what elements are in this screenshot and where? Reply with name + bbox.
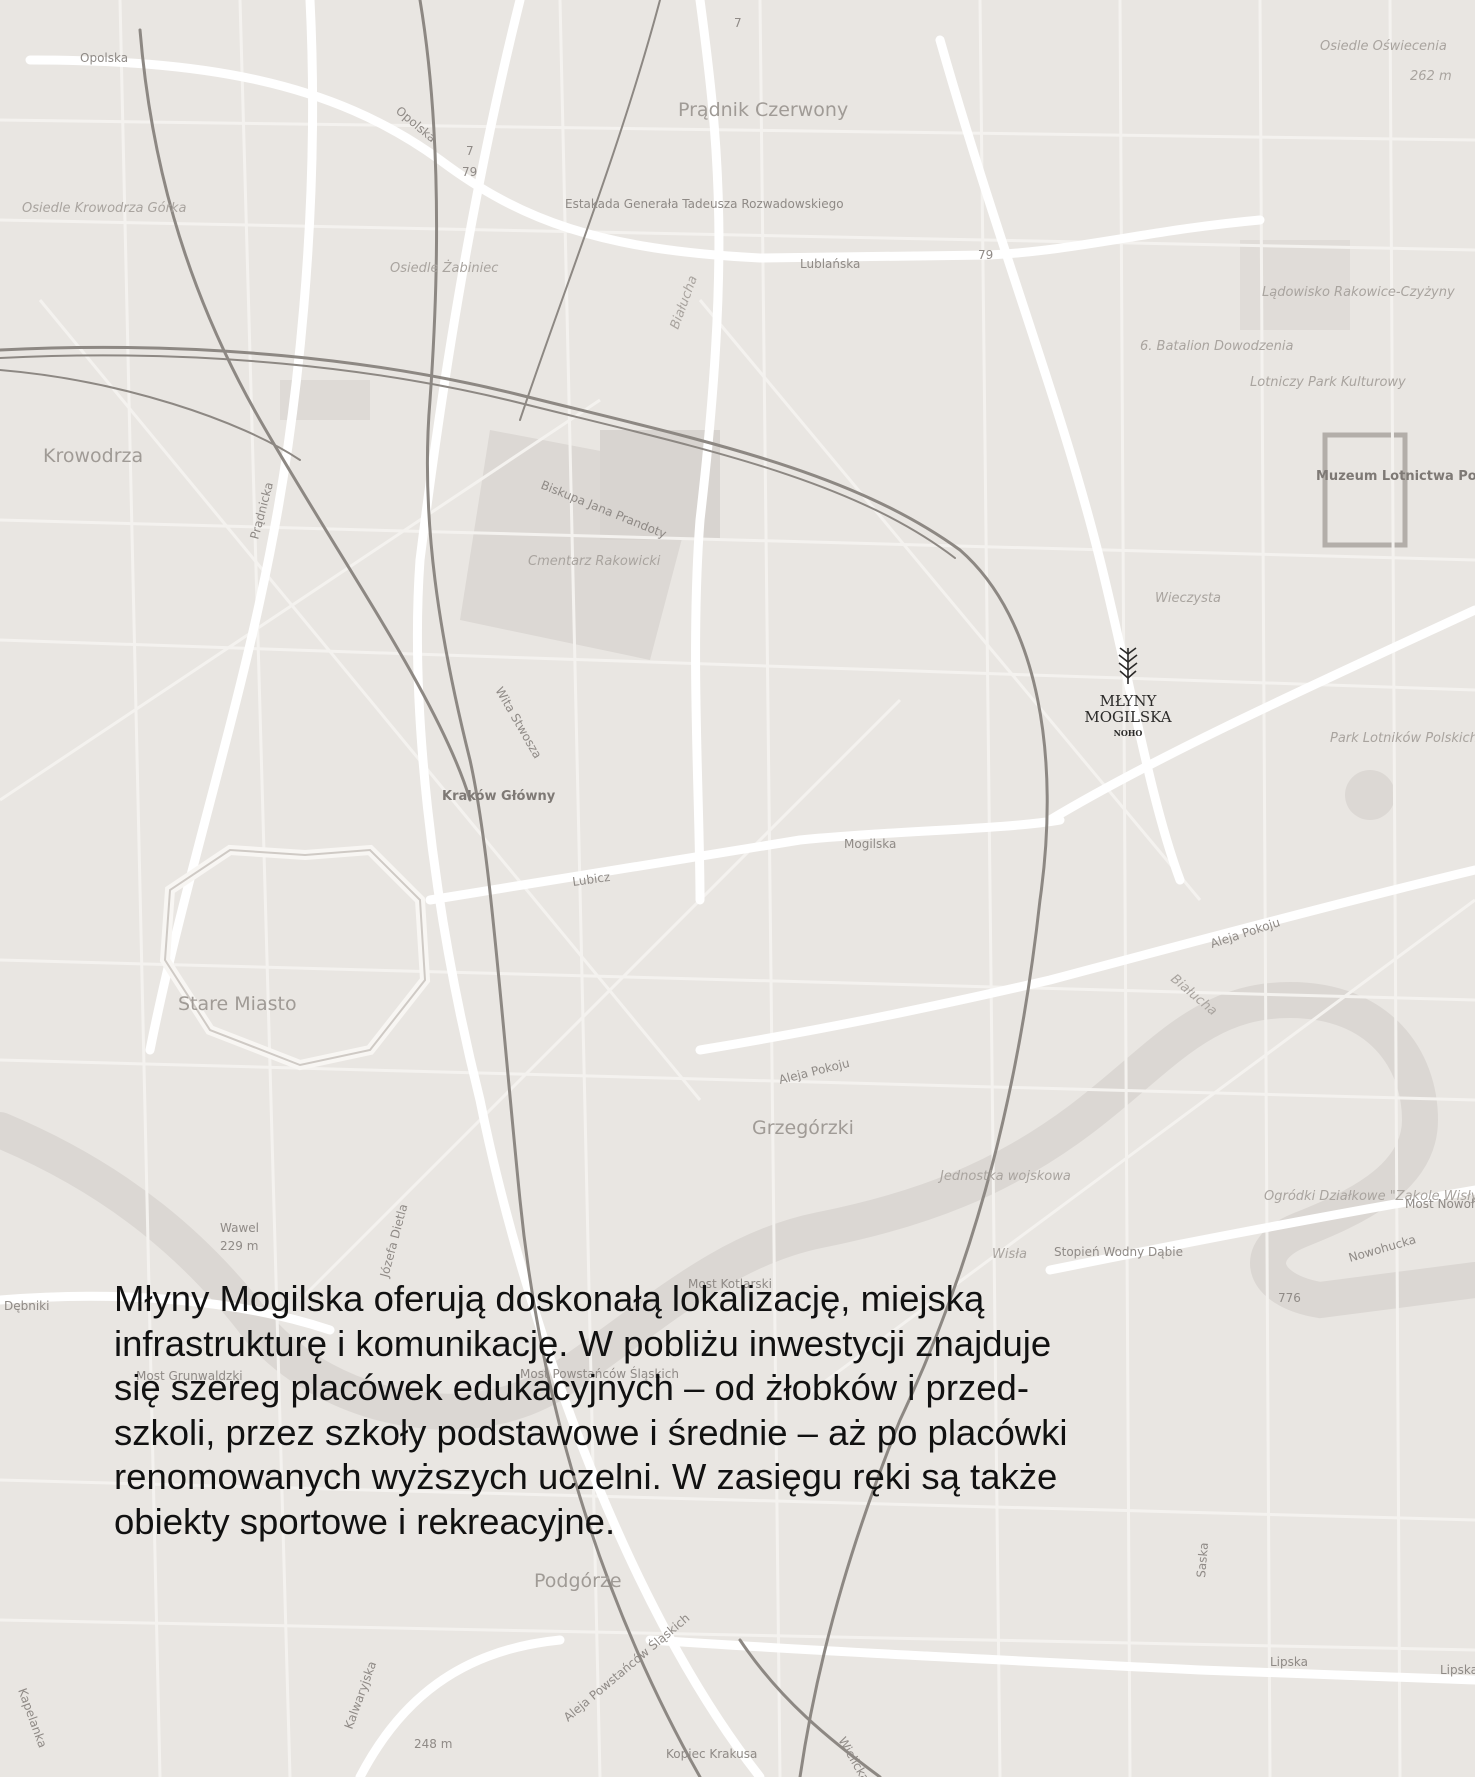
area-label: Lotniczy Park Kulturowy (1250, 375, 1406, 390)
elevation-label: 229 m (220, 1239, 258, 1253)
street-label: Most Powstańców Śląskich (520, 1366, 679, 1381)
route-number: 79 (462, 165, 477, 179)
area-label: Osiedle Krowodrza Górka (22, 201, 186, 216)
street-label: Lublańska (800, 257, 860, 271)
area-label: Jednostka wojskowa (937, 1169, 1071, 1184)
park-pond (1345, 770, 1395, 820)
street-label: Most Grunwaldzki (136, 1369, 243, 1383)
airfield-area (1240, 240, 1350, 330)
landmark-label: Wawel (220, 1221, 259, 1235)
area-label: 6. Batalion Dowodzenia (1140, 339, 1294, 354)
description-line: się szereg placówek edukacyjnych – od żł… (114, 1367, 1029, 1409)
area-label: Estakada Generała Tadeusza Rozwadowskieg… (565, 197, 844, 211)
museum-outline (1322, 432, 1408, 548)
street-label: Lubicz (571, 870, 611, 889)
brand-marker: MŁYNY MOGILSKA NOHO (1084, 647, 1172, 738)
area-label: Wieczysta (1155, 591, 1221, 606)
old-town-outline (163, 848, 427, 1067)
district-label: Podgórze (534, 1570, 622, 1592)
area-label: Stopień Wodny Dąbie (1054, 1245, 1183, 1259)
street-label: Opolska (80, 51, 128, 65)
area-label: Osiedle Żabiniec (390, 260, 498, 276)
description-line: infrastrukturę i komunikację. W pobliżu … (114, 1322, 1052, 1364)
location-description: Młyny Mogilska oferują doskonałą lokaliz… (114, 1277, 1344, 1544)
area-label: Cmentarz Rakowicki (528, 554, 661, 569)
brand-line-1: MŁYNY (1100, 692, 1158, 710)
district-label: Krowodrza (43, 445, 143, 467)
river-wisla (0, 981, 1475, 1430)
street-label: Mogilska (844, 837, 896, 851)
railways (0, 0, 1049, 1777)
route-number: 79 (978, 248, 993, 262)
route-number: 776 (1278, 1291, 1301, 1305)
landmark-label: Kopiec Krakusa (666, 1747, 757, 1761)
district-label: Stare Miasto (178, 993, 297, 1015)
area-label: Ogródki Działkowe "Zakole Wisły" (1264, 1189, 1475, 1204)
description-line: szkoli, przez szkoły podstawowe i średni… (114, 1411, 1068, 1453)
street-label: Most Kotlarski (688, 1277, 772, 1291)
elevation-label: 248 m (414, 1737, 452, 1751)
description-line: Młyny Mogilska oferują doskonałą lokaliz… (114, 1278, 985, 1319)
street-label: Saska (1194, 1542, 1211, 1578)
area-label: Park Lotników Polskich (1330, 731, 1475, 746)
district-label: Grzegórzki (752, 1117, 854, 1139)
street-label: Most Nowohucki (1405, 1197, 1475, 1211)
brand-line-2: MOGILSKA (1084, 708, 1171, 726)
area-label: Muzeum Lotnictwa Polskiego (1316, 469, 1475, 484)
route-number: 7 (734, 16, 742, 30)
river-label: Wisła (992, 1247, 1027, 1262)
route-number: 7 (466, 144, 474, 158)
street-label: Lipska (1270, 1655, 1308, 1669)
station-label: Kraków Główny (442, 789, 556, 804)
brand-line-3: NOHO (1114, 728, 1143, 738)
elevation-label: 262 m (1410, 69, 1452, 84)
street-label: Dębniki (4, 1299, 49, 1313)
description-line: renomowanych wyższych uczelni. W zasięgu… (114, 1456, 1058, 1498)
area-label: Osiedle Oświecenia (1320, 39, 1447, 54)
description-line: obiekty sportowe i rekreacyjne. (114, 1500, 616, 1542)
street-label: Lipska (1440, 1663, 1475, 1677)
district-label: Prądnik Czerwony (678, 99, 848, 121)
wheat-emblem-icon (1118, 647, 1138, 684)
area-label: Lądowisko Rakowice-Czyżyny (1262, 285, 1455, 300)
